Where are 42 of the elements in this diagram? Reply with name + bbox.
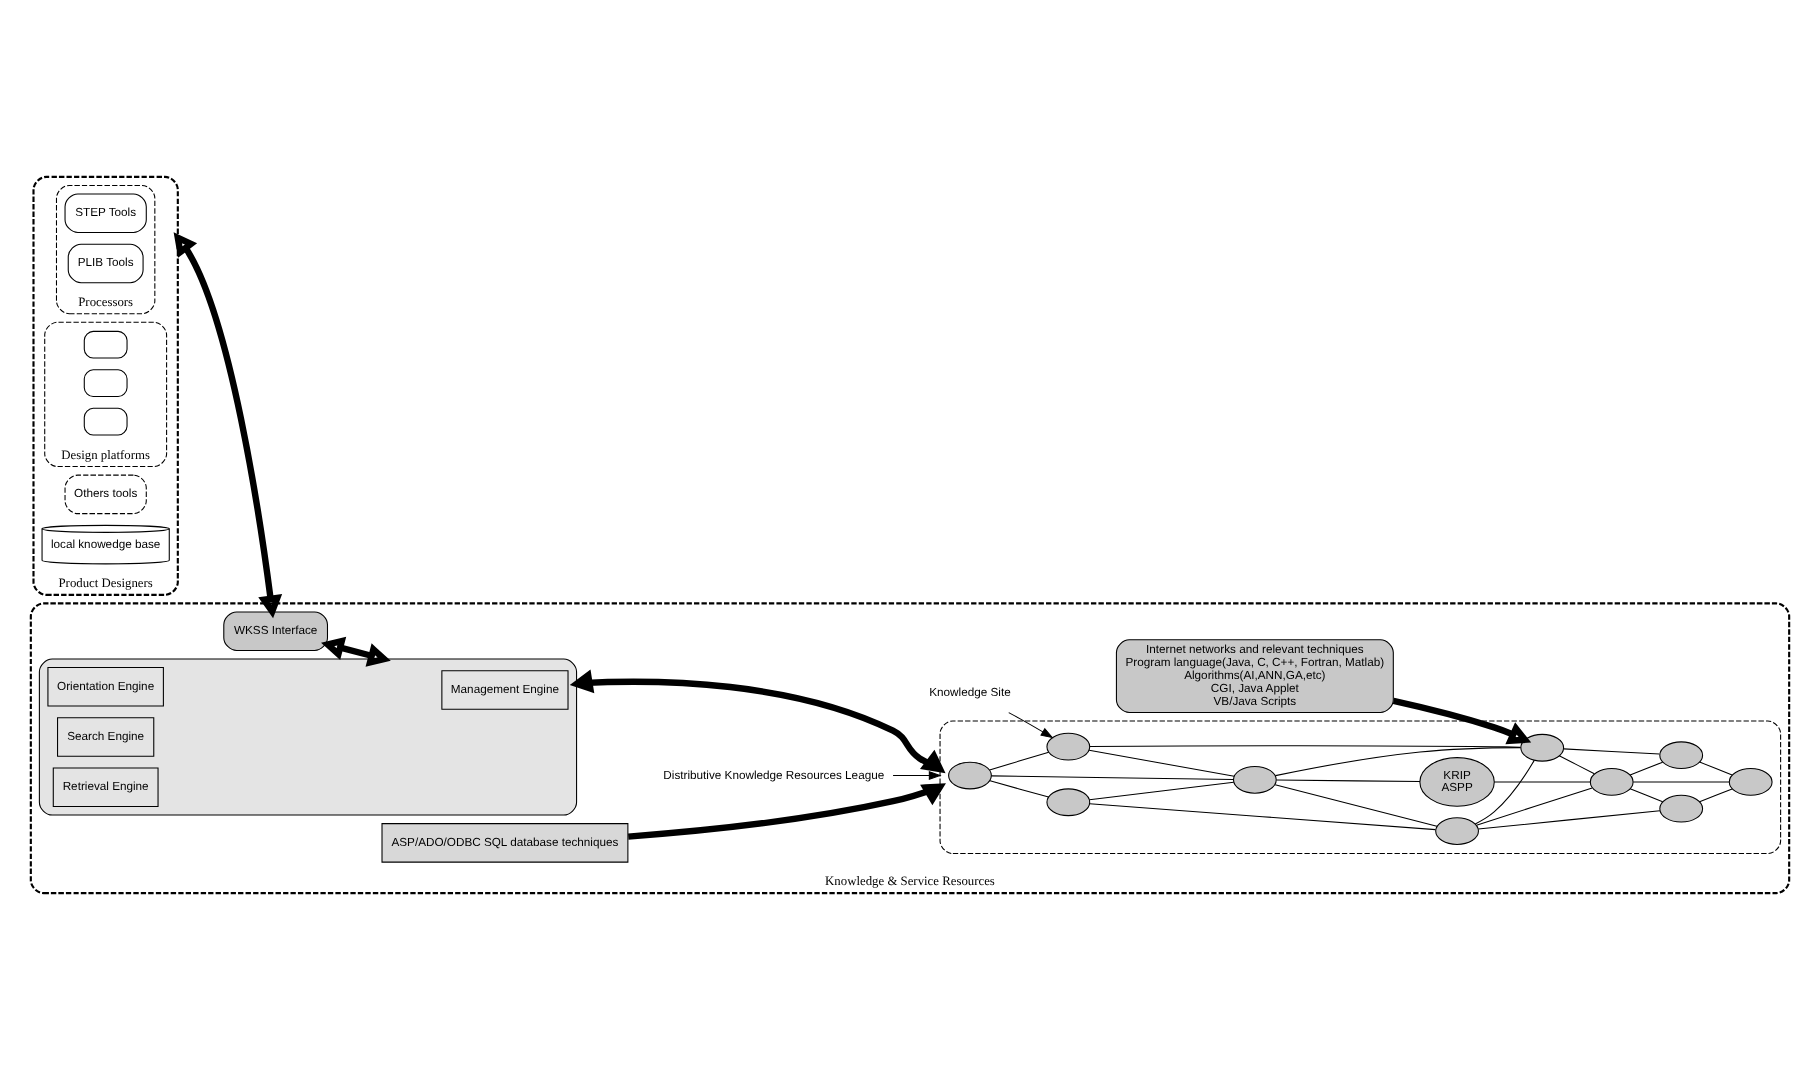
connector [1087, 781, 1234, 801]
connector [1476, 810, 1660, 830]
connector [1698, 788, 1732, 803]
node-box [82, 407, 127, 436]
node-circle [1519, 733, 1564, 762]
node-box [82, 330, 127, 359]
node-circle [1658, 741, 1703, 770]
connector [1628, 761, 1663, 776]
node-circle [1045, 732, 1090, 761]
node-box [82, 369, 127, 398]
connector [1088, 745, 1521, 748]
connector [988, 751, 1049, 771]
arrow [627, 783, 945, 840]
connector [1562, 748, 1660, 755]
connector [1087, 749, 1234, 777]
node-circle [1045, 788, 1090, 817]
connector [1557, 755, 1594, 775]
node-circle [1434, 817, 1478, 845]
node-circle [1588, 768, 1633, 796]
cluster [37, 658, 577, 816]
connector [1273, 784, 1437, 827]
connector [1275, 779, 1420, 783]
node-circle [1727, 768, 1772, 796]
arrow [1391, 697, 1531, 745]
arrow [891, 771, 941, 781]
connector [1088, 803, 1436, 831]
node-circle [1658, 794, 1703, 823]
connector [1698, 761, 1732, 776]
connector [1492, 781, 1590, 783]
connector [988, 780, 1049, 798]
connector [1628, 788, 1663, 803]
arrow [568, 669, 945, 774]
connector [989, 775, 1233, 781]
connector [1631, 781, 1729, 783]
node-circle [1231, 765, 1276, 794]
arrow [172, 232, 282, 619]
arrow [1007, 712, 1053, 739]
node-circle [947, 761, 991, 790]
arrow [320, 636, 390, 667]
connector [1274, 747, 1521, 777]
connector [1473, 759, 1534, 825]
connector [1475, 787, 1592, 826]
